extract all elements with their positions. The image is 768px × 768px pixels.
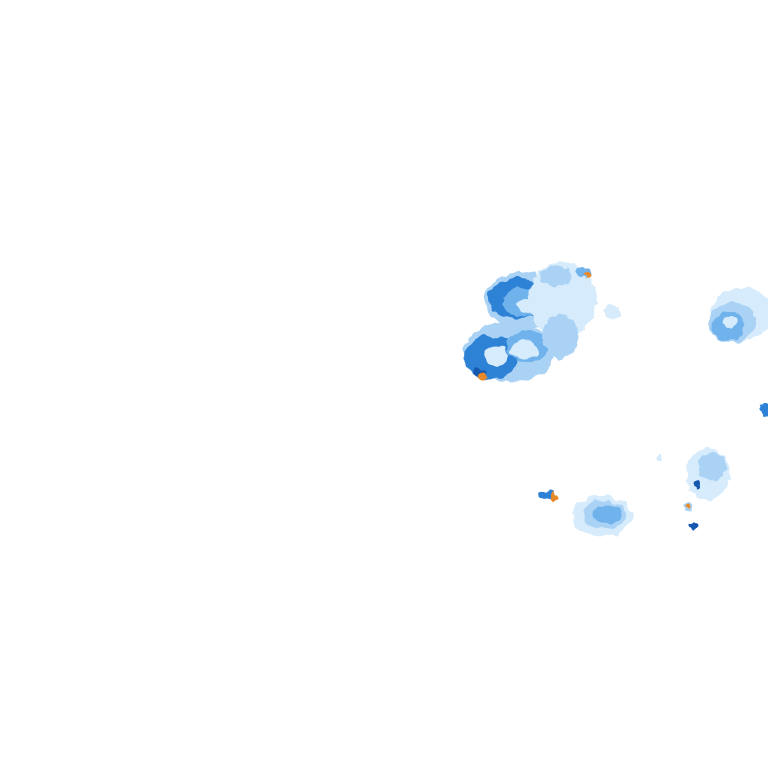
echo-light [542, 314, 578, 358]
cell-east [708, 288, 768, 342]
echo-strong [760, 403, 768, 417]
cell-south-center [572, 496, 632, 536]
cell-south-small [538, 491, 558, 501]
echo-intense [584, 272, 590, 278]
echo-strong [689, 523, 697, 529]
echo-medium [594, 504, 622, 524]
cell-east-edge [760, 403, 768, 417]
echo-very-light [484, 346, 508, 366]
cell-north-center [528, 262, 621, 358]
echo-very-light [657, 455, 663, 461]
cell-northwest-lower [464, 322, 556, 382]
echo-light [698, 452, 726, 480]
echo-light [540, 266, 572, 286]
echo-heavy [694, 480, 700, 488]
echo-very-light [510, 341, 538, 359]
echo-intense [550, 493, 558, 501]
echo-very-light [603, 305, 621, 319]
cell-southeast [657, 448, 730, 529]
echo-very-light [723, 316, 737, 328]
echo-intense [478, 370, 488, 380]
echo-intense [686, 505, 690, 509]
